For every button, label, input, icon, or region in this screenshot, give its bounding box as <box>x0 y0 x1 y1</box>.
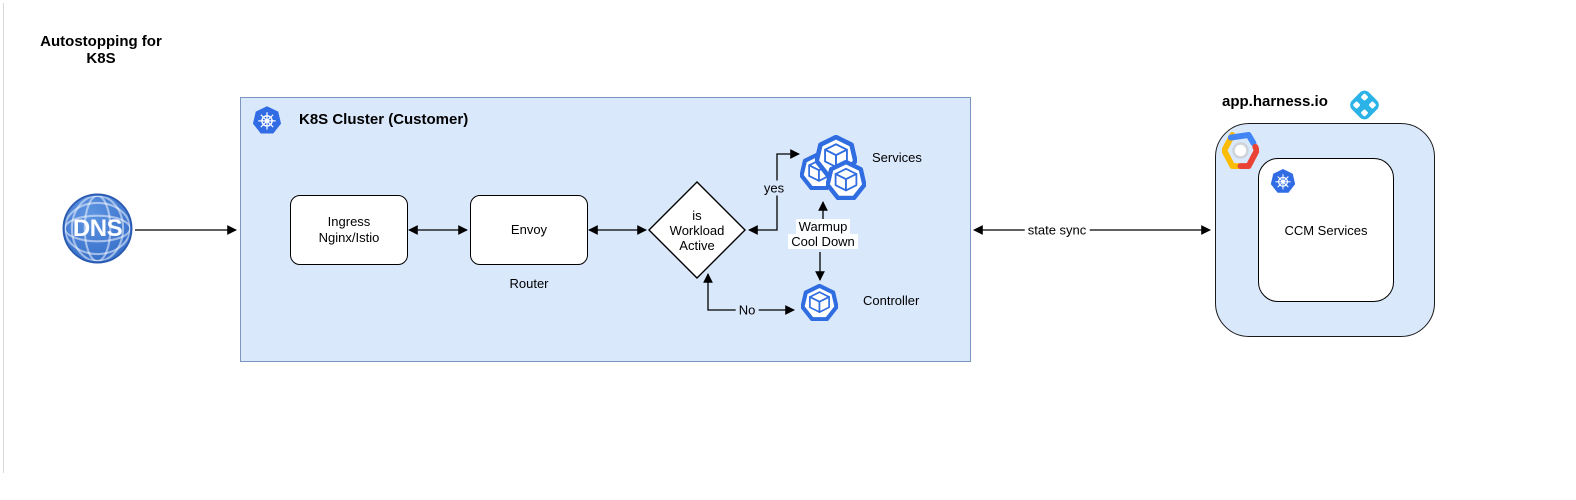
edge-label-yes: yes <box>760 180 788 196</box>
google-cloud-icon <box>1222 132 1259 169</box>
edge-label-no: No <box>735 302 759 318</box>
diagram-title: Autostopping for K8S <box>28 33 174 67</box>
services-pods-icon <box>800 135 866 201</box>
services-label: Services <box>872 150 922 165</box>
decision-label: is Workload Active <box>648 181 746 279</box>
decision-label-line1: is <box>692 207 702 223</box>
kubernetes-icon-small <box>1270 168 1296 194</box>
decision-label-line2: Workload <box>669 222 725 238</box>
decision-diamond <box>648 181 746 279</box>
dns-label: DNS <box>72 214 123 242</box>
ingress-label-line1: Ingress <box>327 214 371 229</box>
cluster-title: K8S Cluster (Customer) <box>299 111 469 128</box>
envoy-node: Envoy <box>470 195 588 265</box>
page-edge-line <box>3 3 4 473</box>
router-caption: Router <box>509 276 549 291</box>
ingress-node: Ingress Nginx/Istio <box>290 195 408 265</box>
diagram-title-line2: K8S <box>86 50 116 67</box>
ingress-label-line2: Nginx/Istio <box>318 230 380 245</box>
controller-pod-icon <box>801 284 838 321</box>
dns-icon <box>62 193 133 264</box>
envoy-label: Envoy <box>510 222 548 237</box>
diagram-title-line1: Autostopping for <box>40 33 162 50</box>
warmup-label-line1: Warmup <box>795 219 851 234</box>
edge-label-state-sync: state sync <box>1024 222 1090 238</box>
kubernetes-icon <box>252 105 282 135</box>
harness-logo-icon <box>1347 88 1382 122</box>
harness-title: app.harness.io <box>1222 93 1328 110</box>
ccm-services-label: CCM Services <box>1284 223 1368 238</box>
controller-label: Controller <box>863 293 920 308</box>
decision-label-line3: Active <box>679 237 715 253</box>
warmup-cooldown-label: Warmup Cool Down <box>758 219 888 249</box>
warmup-label-line2: Cool Down <box>788 234 858 249</box>
